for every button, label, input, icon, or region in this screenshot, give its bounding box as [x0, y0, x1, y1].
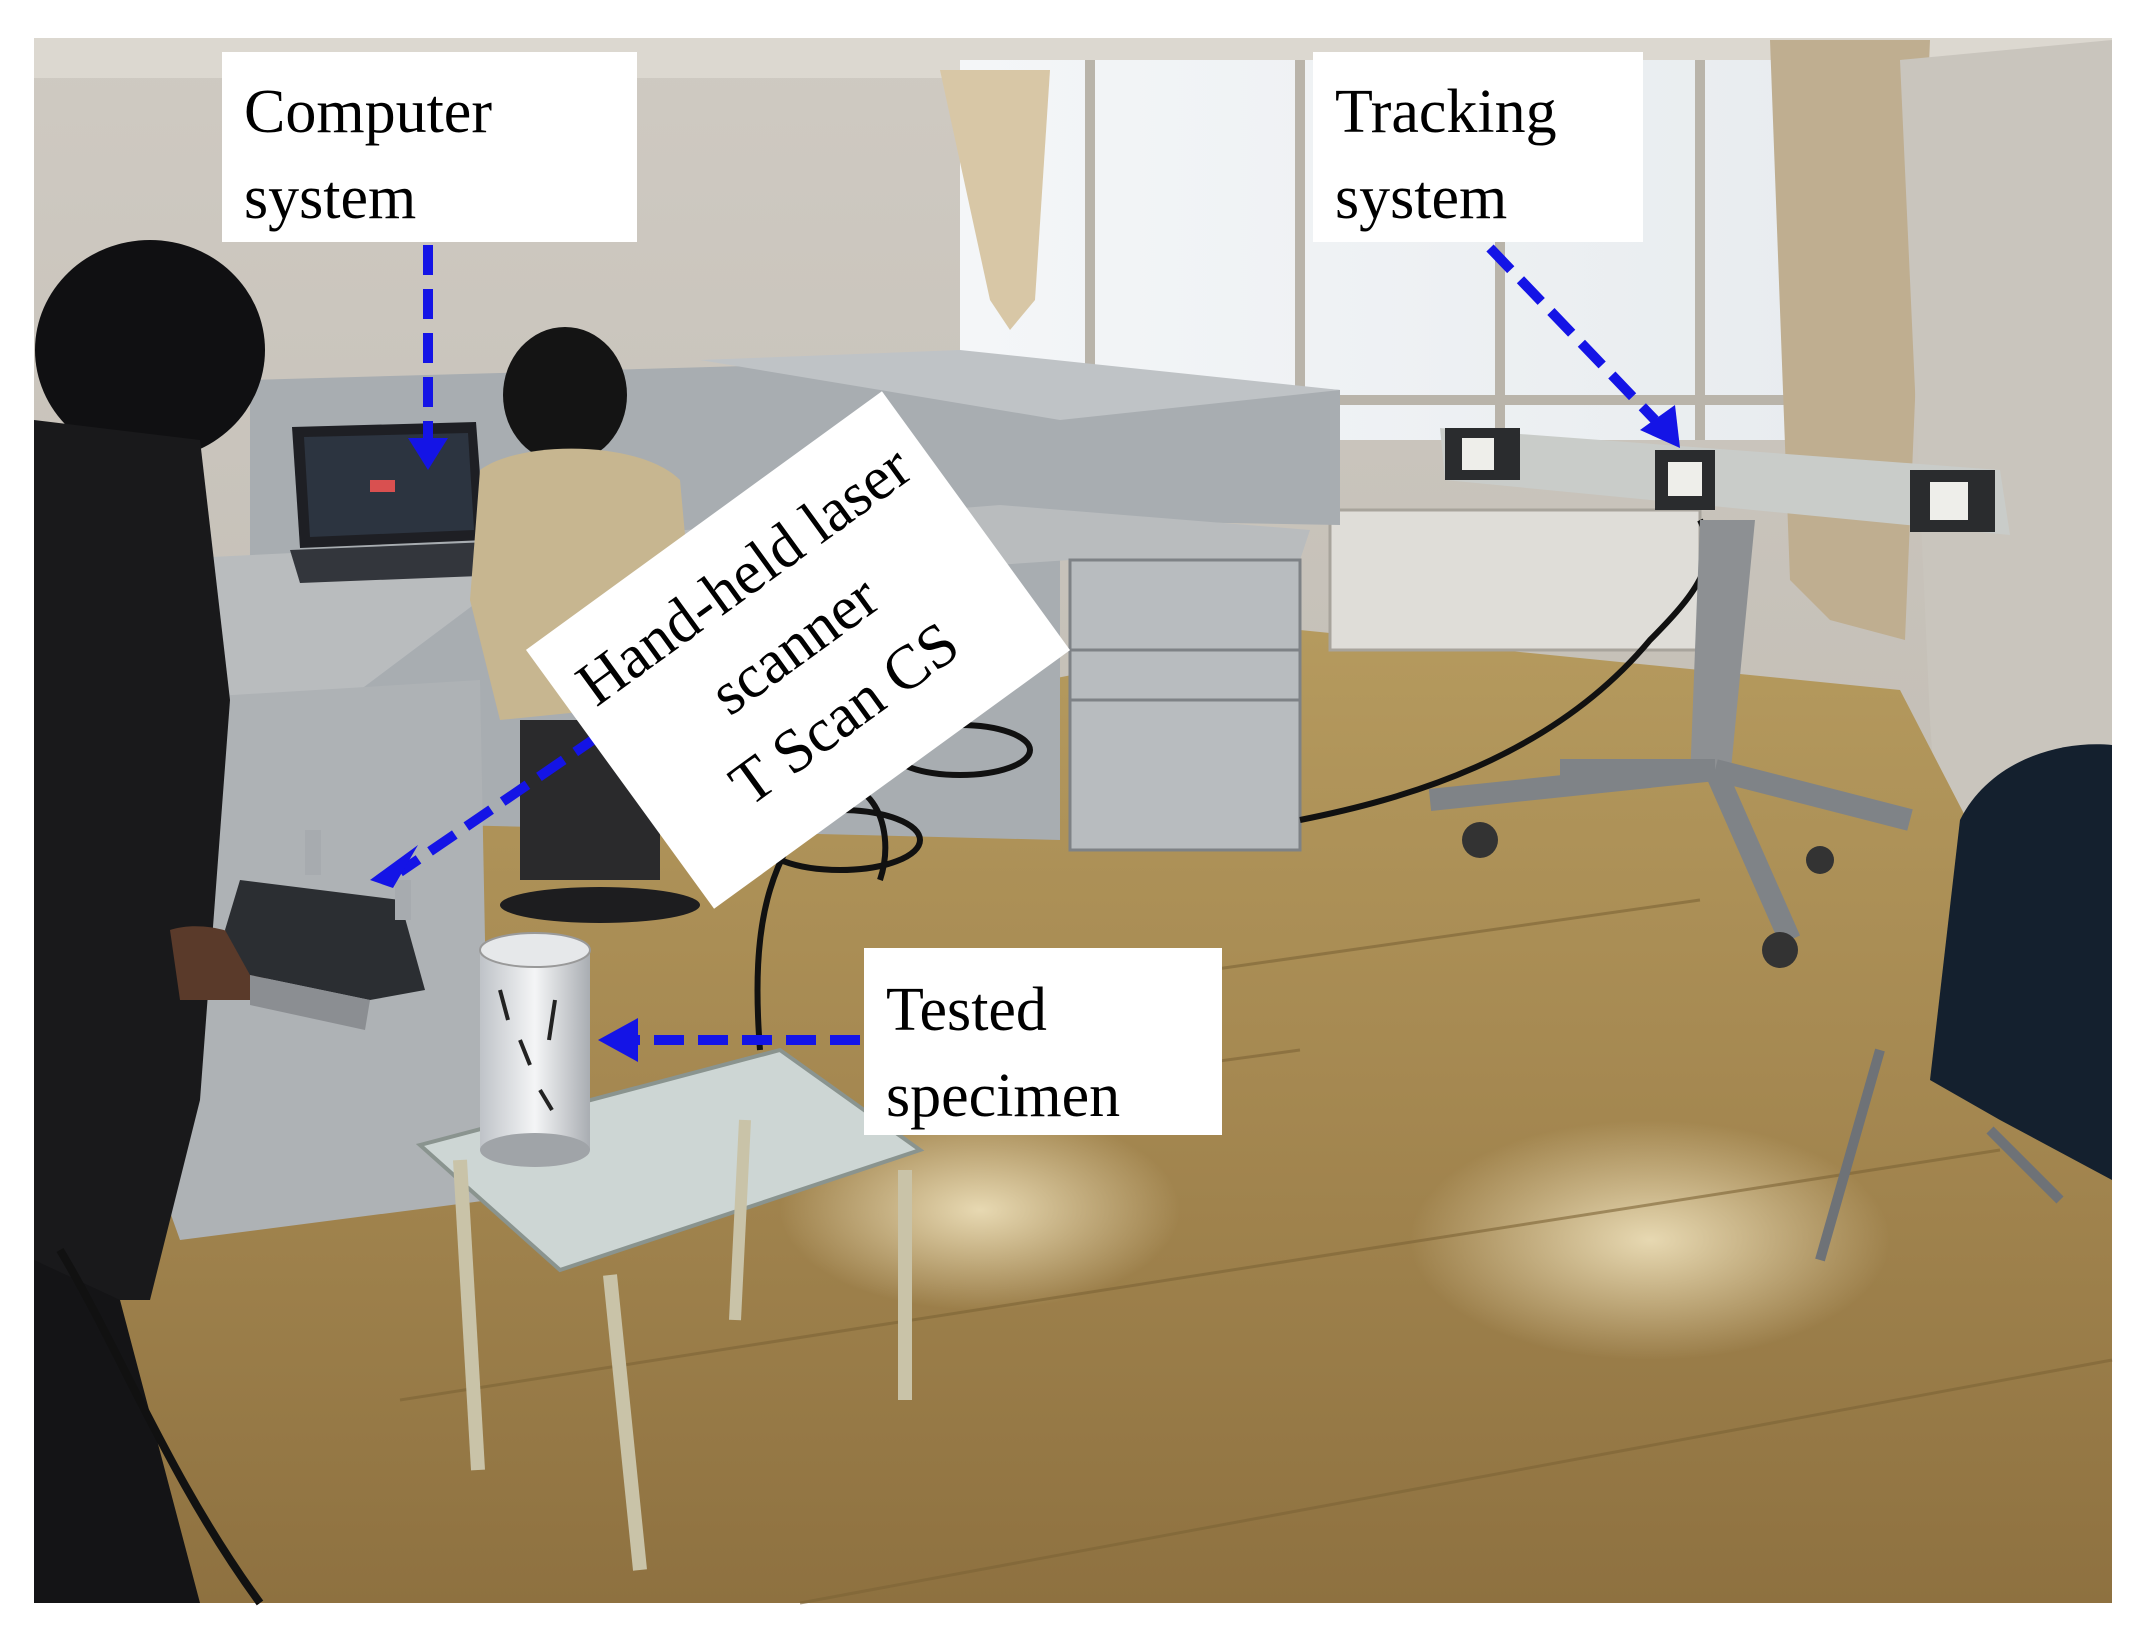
office-chair [1815, 744, 2112, 1262]
photo-area [34, 38, 2113, 1606]
callout-specimen-line1: Tested [886, 976, 1047, 1044]
tracking-stand [1428, 520, 1913, 968]
callout-tracking-system: Tracking system [1313, 52, 1643, 242]
arrow-heads [370, 405, 1680, 1062]
tested-specimen-cylinder [479, 932, 591, 1167]
callout-computer-line1: Computer [244, 78, 492, 146]
scanner-device [225, 830, 425, 1030]
drawer-pedestal [1068, 558, 1302, 852]
callout-tracking-line2: system [1335, 163, 1508, 232]
callout-specimen-line2: specimen [886, 1061, 1121, 1130]
window-cabinet [1328, 508, 1702, 652]
laptop [290, 422, 505, 583]
callout-arrows [397, 244, 1659, 1045]
callout-tracking-line1: Tracking [1335, 78, 1557, 146]
standing-person [34, 240, 270, 1603]
callout-tested-specimen: Tested specimen [864, 948, 1222, 1135]
arrow-scanner [397, 730, 603, 877]
callout-computer-line2: system [244, 163, 417, 232]
specimen-table [415, 1047, 925, 1571]
left-curtain [940, 70, 1050, 330]
tracking-camera-bar [1440, 428, 2010, 535]
callout-computer-system: Computer system [222, 52, 637, 242]
arrow-tracking [1486, 244, 1659, 424]
